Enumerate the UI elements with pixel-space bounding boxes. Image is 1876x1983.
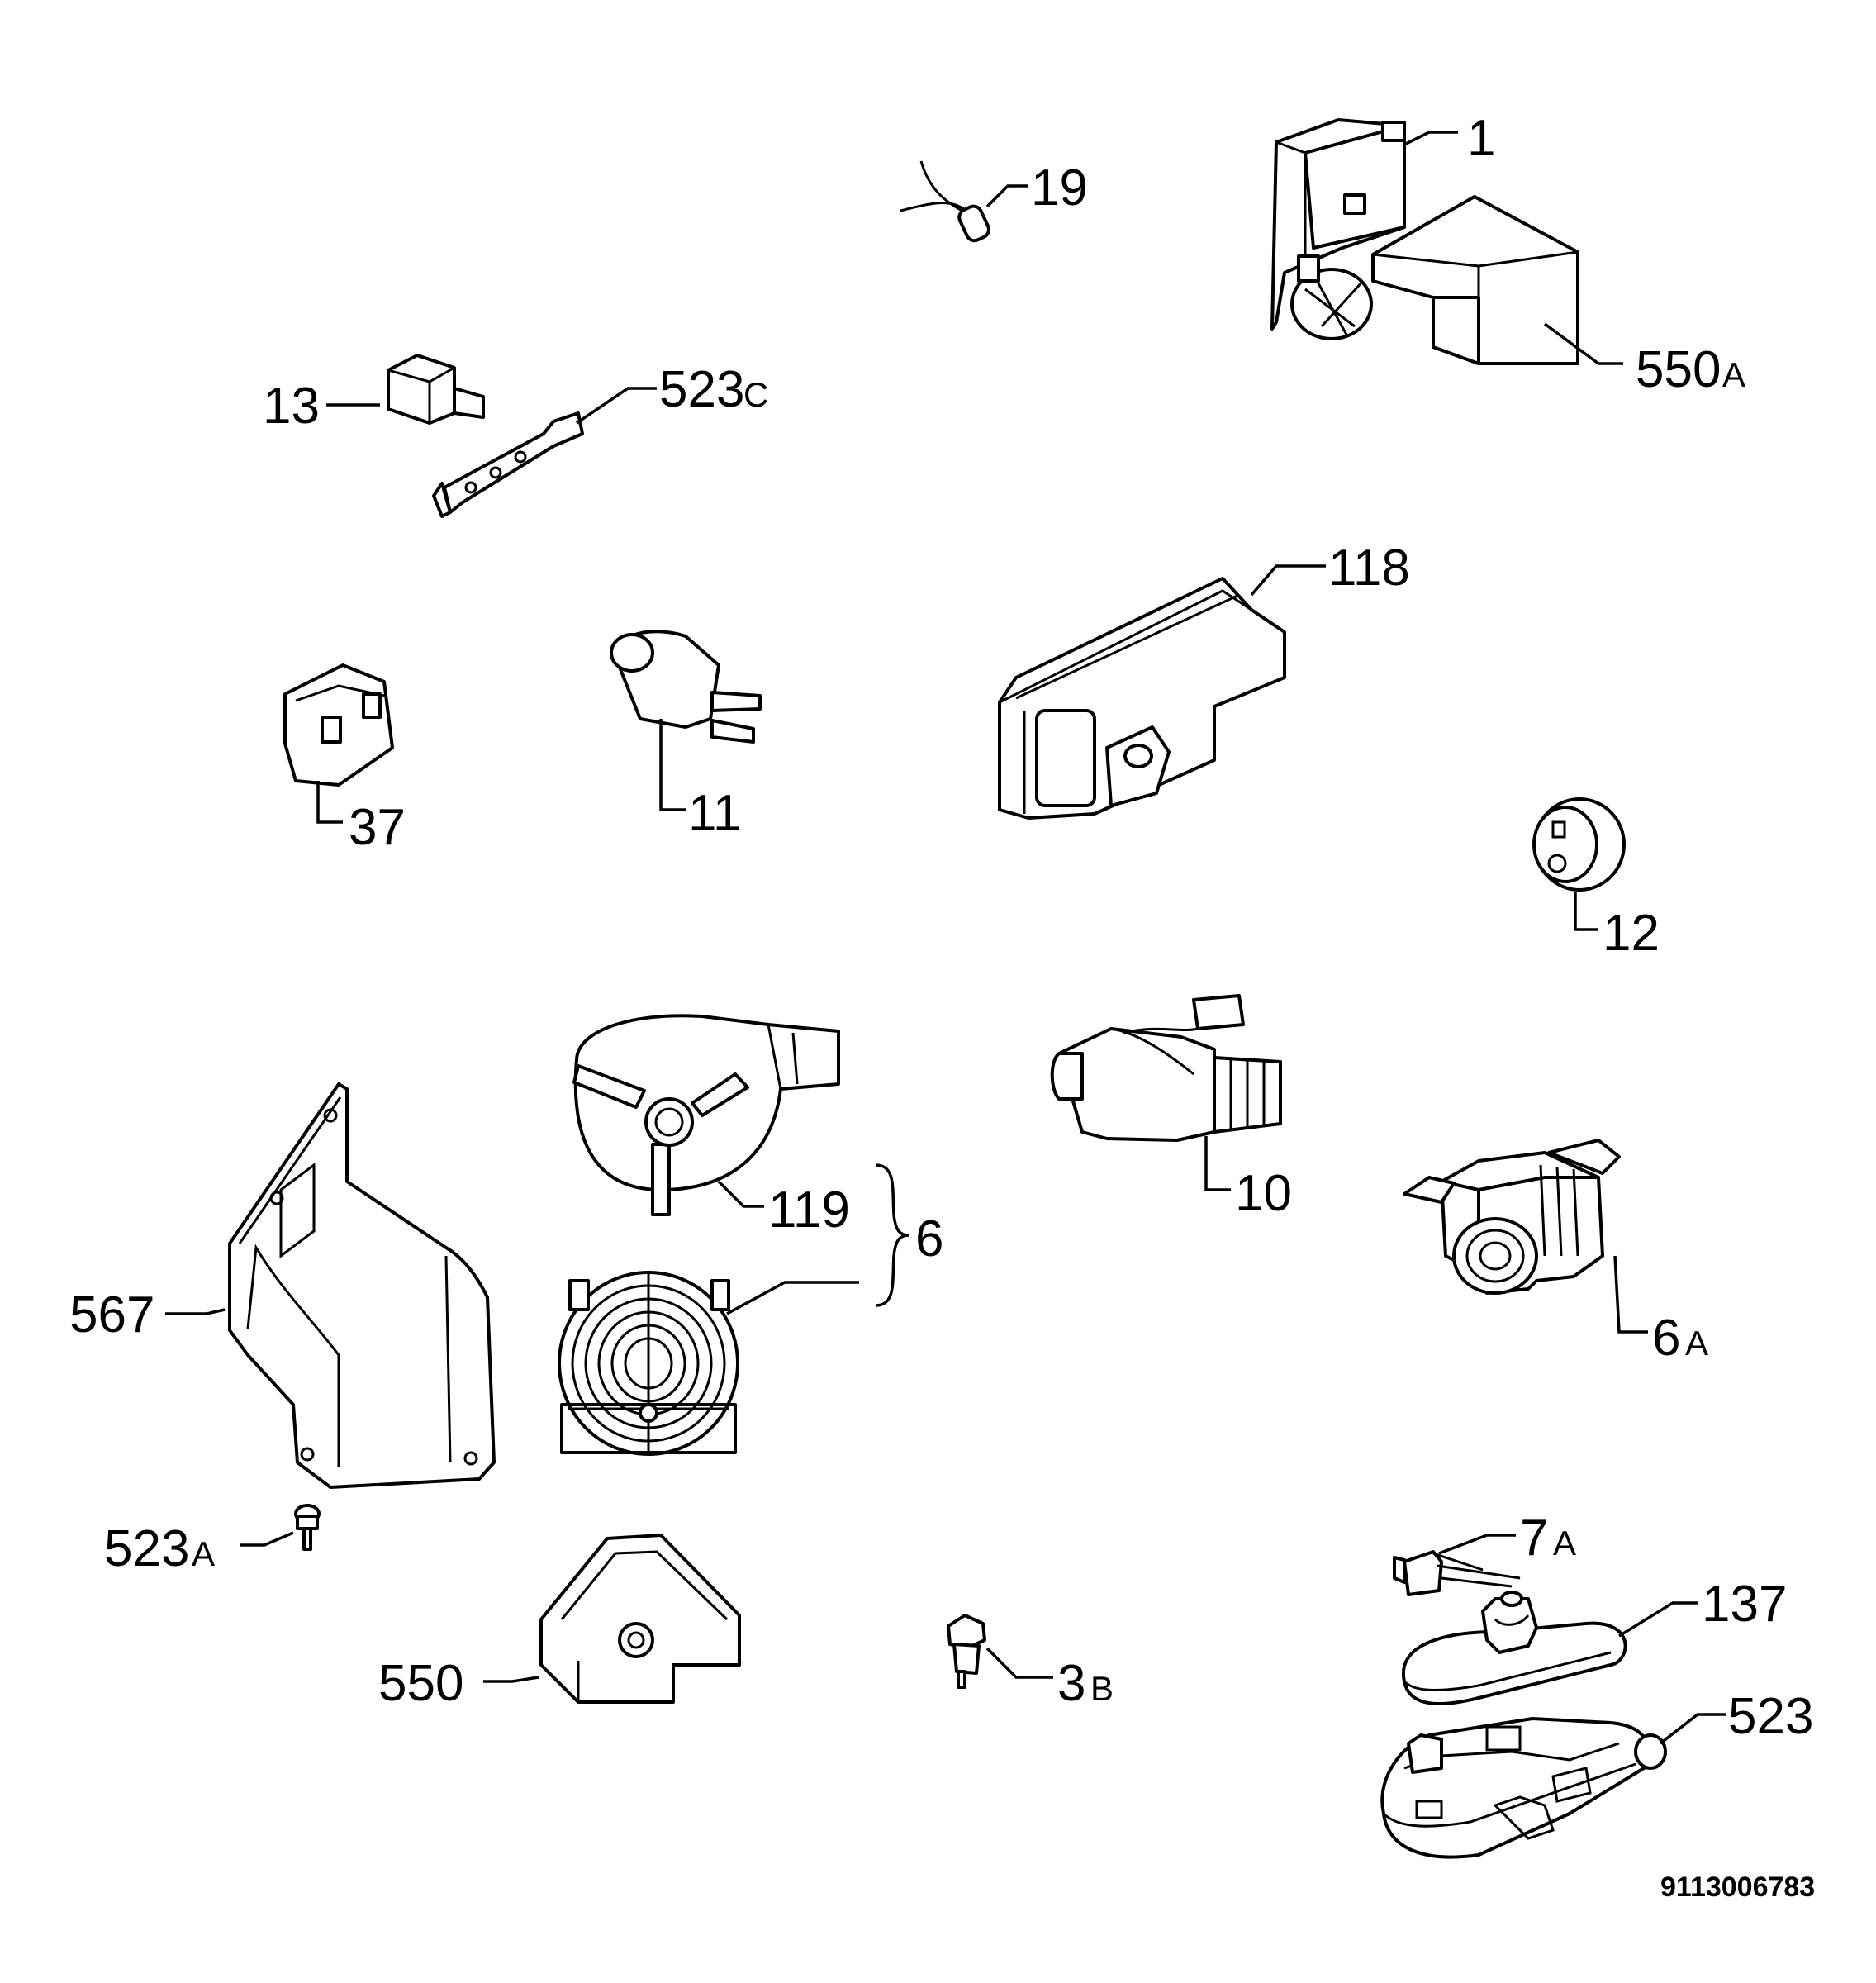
callout-37-label: 37 xyxy=(349,799,406,856)
part-37-suppressor: 37 xyxy=(283,663,406,856)
callout-118-label: 118 xyxy=(1328,540,1410,597)
callout-3B-label: 3 xyxy=(1057,1655,1085,1712)
callout-3B-suffix: B xyxy=(1090,1669,1114,1708)
part-118-dispenser: 118 xyxy=(998,540,1410,820)
callout-523A-label: 523 xyxy=(104,1520,189,1577)
callout-13-label: 13 xyxy=(263,378,320,435)
callout-6A-suffix: A xyxy=(1685,1324,1708,1362)
callout-11-label: 11 xyxy=(688,785,741,842)
part-119-pump-housing: 119 xyxy=(572,1014,850,1239)
callout-523A-suffix: A xyxy=(192,1534,215,1573)
callout-12-label: 12 xyxy=(1603,905,1660,962)
part-1-timer: 1 xyxy=(1270,110,1495,340)
part-7A-switch: 7 A xyxy=(1393,1510,1576,1596)
group-brace-6: 6 xyxy=(726,1163,943,1315)
part-550A-box: 550 A xyxy=(1371,195,1745,398)
part-550-cover: 550 xyxy=(378,1534,741,1712)
callout-567-label: 567 xyxy=(69,1286,154,1343)
part-6A-drain-pump: 6 A xyxy=(1403,1139,1708,1367)
document-number: 9113006783 xyxy=(1660,1871,1815,1903)
callout-6-label: 6 xyxy=(915,1210,943,1267)
callout-7A-suffix: A xyxy=(1553,1524,1576,1562)
callout-7A-label: 7 xyxy=(1520,1510,1548,1567)
callout-550A-suffix: A xyxy=(1722,355,1745,394)
part-13-switch: 13 xyxy=(263,354,485,435)
callout-1-label: 1 xyxy=(1467,110,1495,167)
callout-119-label: 119 xyxy=(768,1182,850,1239)
part-19-fuse: 19 xyxy=(900,159,1088,243)
part-12-pressure-switch: 12 xyxy=(1532,797,1660,962)
part-523A-screw: 523 A xyxy=(104,1504,321,1577)
callout-550-label: 550 xyxy=(378,1655,463,1712)
part-523C-bracket: 523 C xyxy=(432,361,768,518)
part-3B-thermostat: 3 B xyxy=(947,1614,1114,1712)
part-137-float-lid: 137 xyxy=(1401,1576,1787,1705)
callout-19-label: 19 xyxy=(1031,159,1088,216)
callout-523-label: 523 xyxy=(1728,1688,1813,1745)
callout-137-label: 137 xyxy=(1702,1576,1787,1633)
part-523-float-chamber: 523 xyxy=(1380,1688,1813,1859)
part-10-inlet-valve: 10 xyxy=(1050,994,1292,1222)
callout-10-label: 10 xyxy=(1235,1165,1292,1222)
part-6-pump-impeller xyxy=(558,1271,739,1456)
part-567-cover-panel: 567 xyxy=(69,1082,496,1489)
part-11-capacitor: 11 xyxy=(610,630,762,842)
callout-523C-label: 523 xyxy=(659,361,744,418)
callout-6A-label: 6 xyxy=(1652,1310,1680,1367)
callout-523C-suffix: C xyxy=(743,375,768,414)
callout-550A-label: 550 xyxy=(1636,341,1721,398)
